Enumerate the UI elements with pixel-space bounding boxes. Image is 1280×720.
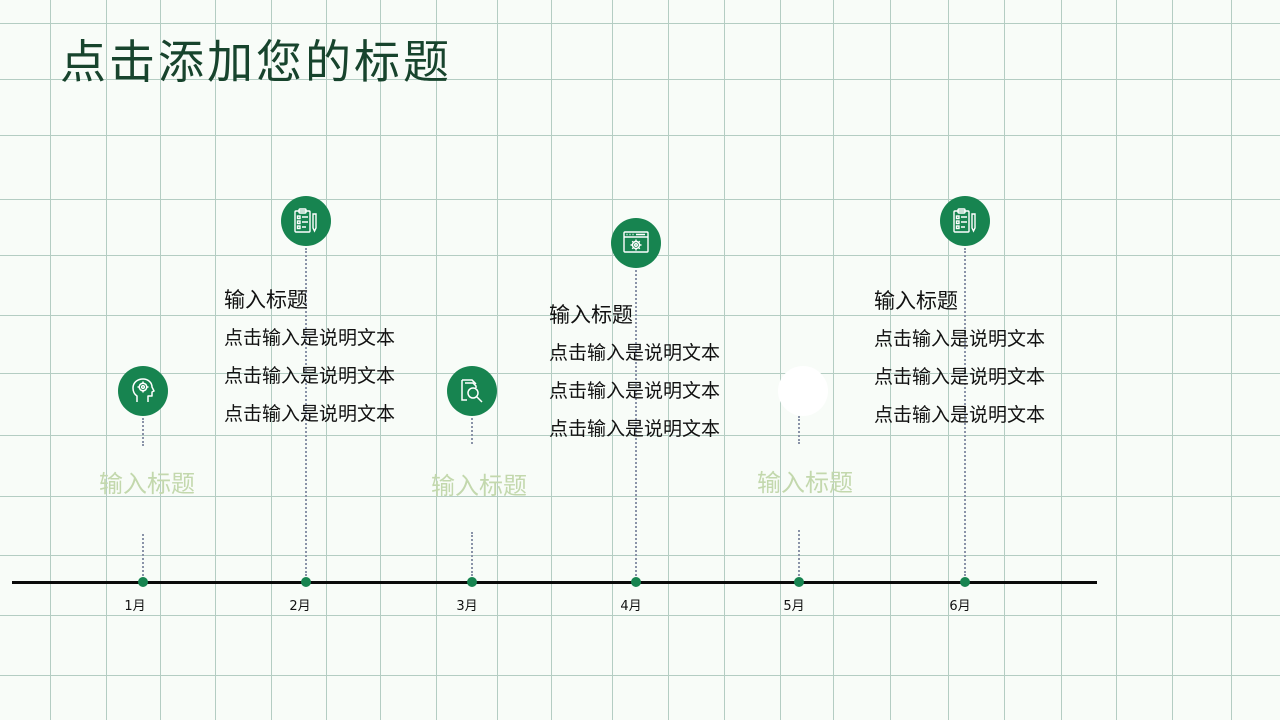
grid-line [0, 135, 1280, 136]
connector-5-bottom [798, 530, 800, 576]
grid-line [948, 0, 949, 720]
connector-1-bottom [142, 534, 144, 576]
grid-line [0, 199, 1280, 200]
grid-line [0, 675, 1280, 676]
month-label-4: 4月 [620, 599, 642, 614]
grid-line [326, 0, 327, 720]
month-label-6: 6月 [949, 599, 971, 614]
month-label-2: 2月 [289, 599, 311, 614]
connector-5-top [798, 416, 800, 444]
grid-line [160, 0, 161, 720]
grid-line [1116, 0, 1117, 720]
browser-gear-icon [623, 231, 649, 253]
grid-line [0, 435, 1280, 436]
node-5-title[interactable]: 输入标题 [757, 469, 853, 497]
grid-line [833, 0, 834, 720]
page-title[interactable]: 点击添加您的标题 [60, 35, 452, 89]
clipboard-checklist-icon [953, 208, 976, 233]
node-6-desc-line: 点击输入是说明文本 [874, 366, 1046, 388]
month-label-3: 3月 [456, 599, 478, 614]
timeline-dot-2 [301, 577, 311, 587]
timeline-node-2[interactable] [281, 196, 331, 246]
grid-line [50, 0, 51, 720]
connector-1-top [142, 418, 144, 446]
node-4-desc-line: 点击输入是说明文本 [549, 342, 721, 364]
node-6-desc-line: 点击输入是说明文本 [874, 328, 1046, 350]
grid-line [1061, 0, 1062, 720]
grid-line [668, 0, 669, 720]
document-search-icon [461, 379, 483, 403]
timeline-node-1[interactable] [118, 366, 168, 416]
timeline-axis [12, 581, 1097, 584]
timeline-dot-4 [631, 577, 641, 587]
node-6-desc-line: 点击输入是说明文本 [874, 404, 1046, 426]
grid-line [106, 0, 107, 720]
connector-3-bottom [471, 532, 473, 576]
month-label-5: 5月 [783, 599, 805, 614]
timeline-node-3[interactable] [447, 366, 497, 416]
node-2-title: 输入标题 [224, 288, 308, 312]
node-4-title: 输入标题 [549, 303, 633, 327]
node-2-desc-line: 点击输入是说明文本 [224, 365, 396, 387]
grid-line [0, 496, 1280, 497]
node-4-text-block[interactable]: 输入标题 点击输入是说明文本 点击输入是说明文本 点击输入是说明文本 [549, 300, 720, 448]
timeline-node-4[interactable] [611, 218, 661, 268]
grid-line [215, 0, 216, 720]
grid-line [380, 0, 381, 720]
grid-line [0, 23, 1280, 24]
grid-line [551, 0, 552, 720]
grid-line [1231, 0, 1232, 720]
node-2-desc-line: 点击输入是说明文本 [224, 327, 396, 349]
grid-line [1172, 0, 1173, 720]
timeline-node-6[interactable] [940, 196, 990, 246]
clipboard-checklist-icon [294, 208, 317, 233]
grid-line [0, 79, 1280, 80]
connector-4 [635, 270, 637, 576]
grid-line [436, 0, 437, 720]
grid-line [0, 615, 1280, 616]
timeline-dot-3 [467, 577, 477, 587]
grid-line [890, 0, 891, 720]
connector-2 [305, 248, 307, 576]
node-1-title[interactable]: 输入标题 [99, 470, 195, 498]
grid-line [612, 0, 613, 720]
grid-line [724, 0, 725, 720]
node-2-desc-line: 点击输入是说明文本 [224, 403, 396, 425]
grid-line [497, 0, 498, 720]
grid-line [0, 555, 1280, 556]
month-label-1: 1月 [124, 599, 146, 614]
grid-line [0, 373, 1280, 374]
node-6-text-block[interactable]: 输入标题 点击输入是说明文本 点击输入是说明文本 点击输入是说明文本 [874, 286, 1045, 434]
grid-line [271, 0, 272, 720]
node-6-title: 输入标题 [874, 289, 958, 313]
grid-line [780, 0, 781, 720]
grid-line [1004, 0, 1005, 720]
connector-3-top [471, 418, 473, 444]
timeline-node-5-empty-circle[interactable] [778, 366, 828, 416]
timeline-dot-6 [960, 577, 970, 587]
node-2-text-block[interactable]: 输入标题 点击输入是说明文本 点击输入是说明文本 点击输入是说明文本 [224, 285, 395, 433]
timeline-dot-1 [138, 577, 148, 587]
node-4-desc-line: 点击输入是说明文本 [549, 418, 721, 440]
node-4-desc-line: 点击输入是说明文本 [549, 380, 721, 402]
timeline-dot-5 [794, 577, 804, 587]
head-gear-icon [132, 378, 155, 402]
grid-line [0, 315, 1280, 316]
node-3-title[interactable]: 输入标题 [431, 472, 527, 500]
connector-6 [964, 248, 966, 576]
